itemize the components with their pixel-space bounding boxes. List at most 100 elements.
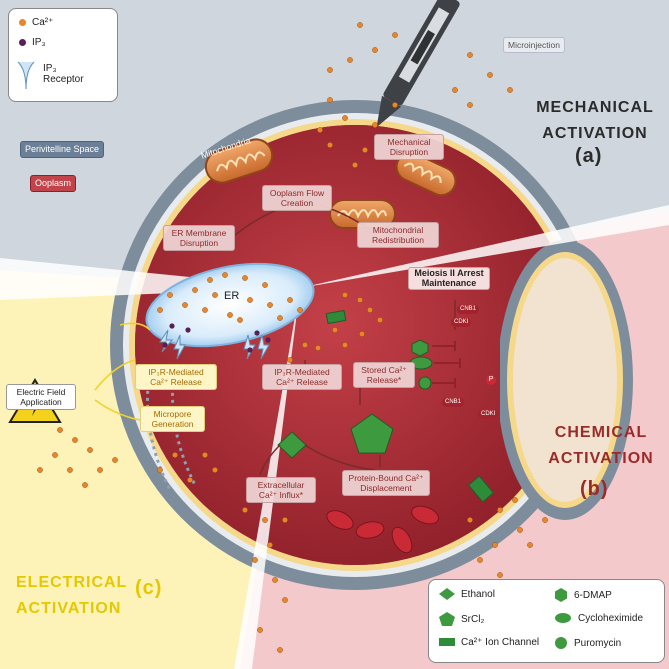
calcium-ion — [247, 297, 253, 303]
calcium-ion — [277, 647, 283, 653]
legend-ca: Ca²⁺ — [19, 17, 53, 28]
calcium-ion — [72, 437, 78, 443]
protein-bound-calcium — [326, 505, 439, 554]
dmap-hexagon — [411, 339, 429, 357]
calcium-ion — [342, 342, 348, 348]
legend-channel-label: Ca²⁺ Ion Channel — [461, 636, 540, 648]
calcium-ion — [262, 282, 268, 288]
calcium-ion — [297, 307, 303, 313]
calcium-ion — [212, 467, 218, 473]
extracellular-influx-label: Extracellular Ca²⁺ Influx* — [246, 477, 316, 504]
ooplasm-flow-label: Ooplasm Flow Creation — [262, 185, 332, 212]
calcium-ion — [377, 317, 383, 323]
calcium-ion — [347, 57, 353, 63]
calcium-ion — [317, 127, 323, 133]
calcium-ion — [367, 307, 373, 313]
ip3-molecule — [265, 337, 271, 343]
electrical-activation-tag: (c) — [135, 577, 163, 599]
dmap-icon — [555, 588, 567, 602]
calcium-ion — [242, 507, 248, 513]
ooplasm-label: Ooplasm — [30, 175, 77, 192]
legend-cycloheximide-label: Cycloheximide — [578, 612, 644, 624]
microinjection-pipette — [376, 0, 460, 128]
calcium-ion — [37, 467, 43, 473]
stored-release-label: Stored Ca²⁺ Release* — [353, 362, 415, 389]
calcium-ion — [207, 277, 213, 283]
calcium-ion — [212, 292, 218, 298]
calcium-ion — [467, 517, 473, 523]
cycloheximide-icon — [555, 613, 571, 623]
calcium-ion — [97, 467, 103, 473]
endoplasmic-reticulum — [145, 262, 315, 348]
er-membrane-disruption-label: ER Membrane Disruption — [163, 225, 235, 252]
calcium-ion — [82, 482, 88, 488]
calcium-ion — [392, 102, 398, 108]
legend-ip3: IP₃ — [19, 37, 46, 48]
calcium-ion — [512, 497, 518, 503]
calcium-ion — [157, 467, 163, 473]
protein-bound-label: Protein-Bound Ca²⁺ Displacement — [342, 470, 430, 497]
calcium-ion — [227, 312, 233, 318]
calcium-ion — [507, 87, 513, 93]
calcium-ion — [287, 297, 293, 303]
calcium-ion — [157, 307, 163, 313]
ip3-molecule — [162, 342, 168, 348]
legend-bottom: Ethanol 6-DMAP SrCl₂ Cycloheximide Ca²⁺ … — [428, 579, 665, 663]
mechanical-activation-title: MECHANICAL ACTIVATION — [536, 99, 654, 142]
calcium-ion — [272, 577, 278, 583]
calcium-ion — [287, 357, 293, 363]
calcium-ion — [252, 557, 258, 563]
calcium-ion — [182, 302, 188, 308]
ethanol-diamond — [277, 431, 307, 459]
ip3r-release-left-label: IP₃R-Mediated Ca²⁺ Release — [135, 364, 217, 391]
calcium-ion — [112, 457, 118, 463]
calcium-ion — [372, 47, 378, 53]
ip3r-release-center-label: IP₃R-Mediated Ca²⁺ Release — [262, 364, 342, 391]
mitochondrion-top-left — [204, 138, 274, 184]
phospho-marker: P — [486, 375, 496, 385]
calcium-ion — [362, 147, 368, 153]
calcium-ion — [327, 67, 333, 73]
calcium-ion — [67, 467, 73, 473]
mito-redistribution-label: Mitochondrial Redistribution — [357, 222, 439, 249]
calcium-ion — [352, 162, 358, 168]
mitochondrion-top-right — [395, 151, 457, 197]
legend-receptor: IP₃ Receptor — [15, 59, 98, 89]
ip3-icon — [19, 39, 26, 46]
calcium-ion — [315, 345, 321, 351]
ip3-receptors — [159, 329, 270, 360]
micropore-generation-label: Micropore Generation — [140, 406, 205, 433]
legend-srcl2-label: SrCl₂ — [461, 613, 485, 625]
legend-ip3-label: IP₃ — [32, 37, 46, 48]
ip3-molecule — [254, 330, 260, 336]
perivitelline-space-label: Perivitelline Space — [20, 141, 105, 158]
ip3-receptor-icon — [17, 61, 35, 89]
mechanical-activation-tag: (a) — [575, 145, 603, 167]
calcium-ion — [267, 302, 273, 308]
puromycin-circle — [418, 376, 432, 390]
legend-receptor-label: IP₃ Receptor — [43, 63, 84, 85]
calcium-ion — [167, 292, 173, 298]
legend-dmap-label: 6-DMAP — [574, 589, 612, 601]
calcium-ion — [527, 542, 533, 548]
chemical-activation-title: CHEMICAL ACTIVATION — [548, 424, 654, 467]
cdki-bottom: CDKI — [478, 410, 499, 419]
microinjection-label: Microinjection — [503, 37, 565, 54]
cnb1-bottom: CNB1 — [442, 398, 465, 407]
calcium-ion — [242, 275, 248, 281]
ip3-molecule — [185, 327, 191, 333]
legend-ethanol-label: Ethanol — [461, 588, 495, 600]
calcium-ion — [342, 115, 348, 121]
srcl2-pentagon — [350, 413, 394, 454]
calcium-ion — [222, 272, 228, 278]
calcium-ion — [517, 527, 523, 533]
calcium-ion — [57, 427, 63, 433]
calcium-ion — [52, 452, 58, 458]
calcium-ion — [202, 307, 208, 313]
calcium-ion — [187, 477, 193, 483]
ip3-molecule — [247, 347, 253, 353]
calcium-ion — [267, 542, 273, 548]
electric-field-label: Electric Field Application — [6, 384, 76, 411]
